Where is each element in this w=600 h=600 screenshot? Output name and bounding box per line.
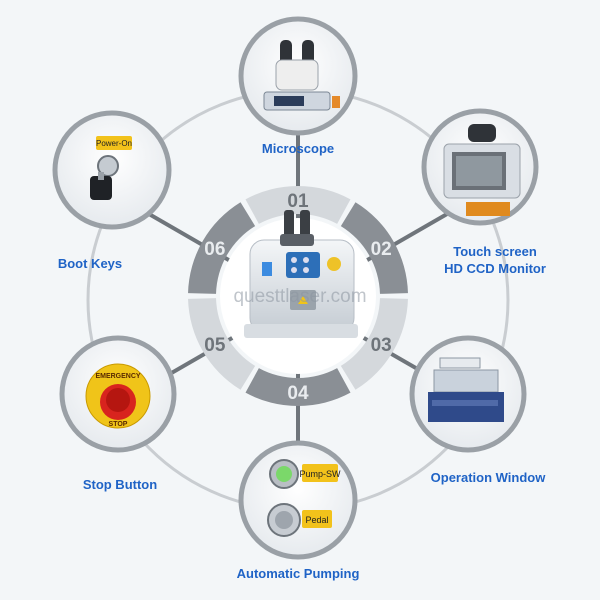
operation-window-icon [428, 357, 504, 422]
feature-label-touch-screen: Touch screen HD CCD Monitor [430, 243, 560, 277]
pedal-label: Pedal [305, 515, 328, 525]
segment-number-03: 03 [371, 335, 392, 356]
center-ring [188, 186, 408, 406]
center-machine-image [220, 210, 376, 374]
feature-label-operation-window: Operation Window [430, 470, 546, 485]
ring-segment-06 [188, 202, 256, 294]
stop-text: STOP [109, 421, 128, 428]
ring-segment-04 [245, 368, 351, 406]
feature-label-touch-screen-line2: HD CCD Monitor [444, 261, 546, 276]
power-on-label: Power-On [96, 139, 132, 148]
feature-label-microscope: Microscope [261, 141, 335, 156]
ring-segment-01 [245, 186, 351, 224]
segment-number-04: 04 [287, 383, 309, 404]
emergency-stop-icon: EMERGENCY STOP [85, 363, 151, 429]
segment-number-05: 05 [204, 335, 226, 356]
pump-buttons-icon: Pump-SW Pedal [267, 459, 341, 537]
pump-sw-label: Pump-SW [299, 469, 341, 479]
watermark: questtlaser.com [233, 286, 367, 307]
feature-bubble-operation-window [409, 335, 527, 453]
feature-label-stop-button: Stop Button [82, 477, 158, 492]
feature-bubble-microscope [238, 16, 358, 136]
segment-number-06: 06 [204, 239, 225, 260]
feature-label-touch-screen-line1: Touch screen [453, 244, 537, 259]
ring-segment-05 [188, 298, 256, 390]
emergency-text: EMERGENCY [95, 373, 140, 380]
boot-key-icon: Power-On [90, 136, 132, 200]
segment-numbers: 01 02 03 04 05 06 [204, 191, 391, 404]
feature-bubble-boot-keys: Power-On [52, 110, 172, 230]
ring-segment-03 [340, 298, 408, 390]
feature-bubble-automatic-pumping: Pump-SW Pedal [238, 440, 358, 560]
feature-bubble-touch-screen [421, 108, 539, 226]
feature-bubble-stop-button: EMERGENCY STOP [59, 335, 177, 453]
microscope-icon [263, 40, 340, 111]
segment-number-01: 01 [287, 191, 309, 212]
ring-segment-02 [340, 202, 408, 294]
feature-label-boot-keys: Boot Keys [57, 256, 123, 271]
feature-label-automatic-pumping: Automatic Pumping [236, 566, 360, 581]
segment-number-02: 02 [371, 239, 392, 260]
touch-screen-icon [443, 124, 521, 216]
